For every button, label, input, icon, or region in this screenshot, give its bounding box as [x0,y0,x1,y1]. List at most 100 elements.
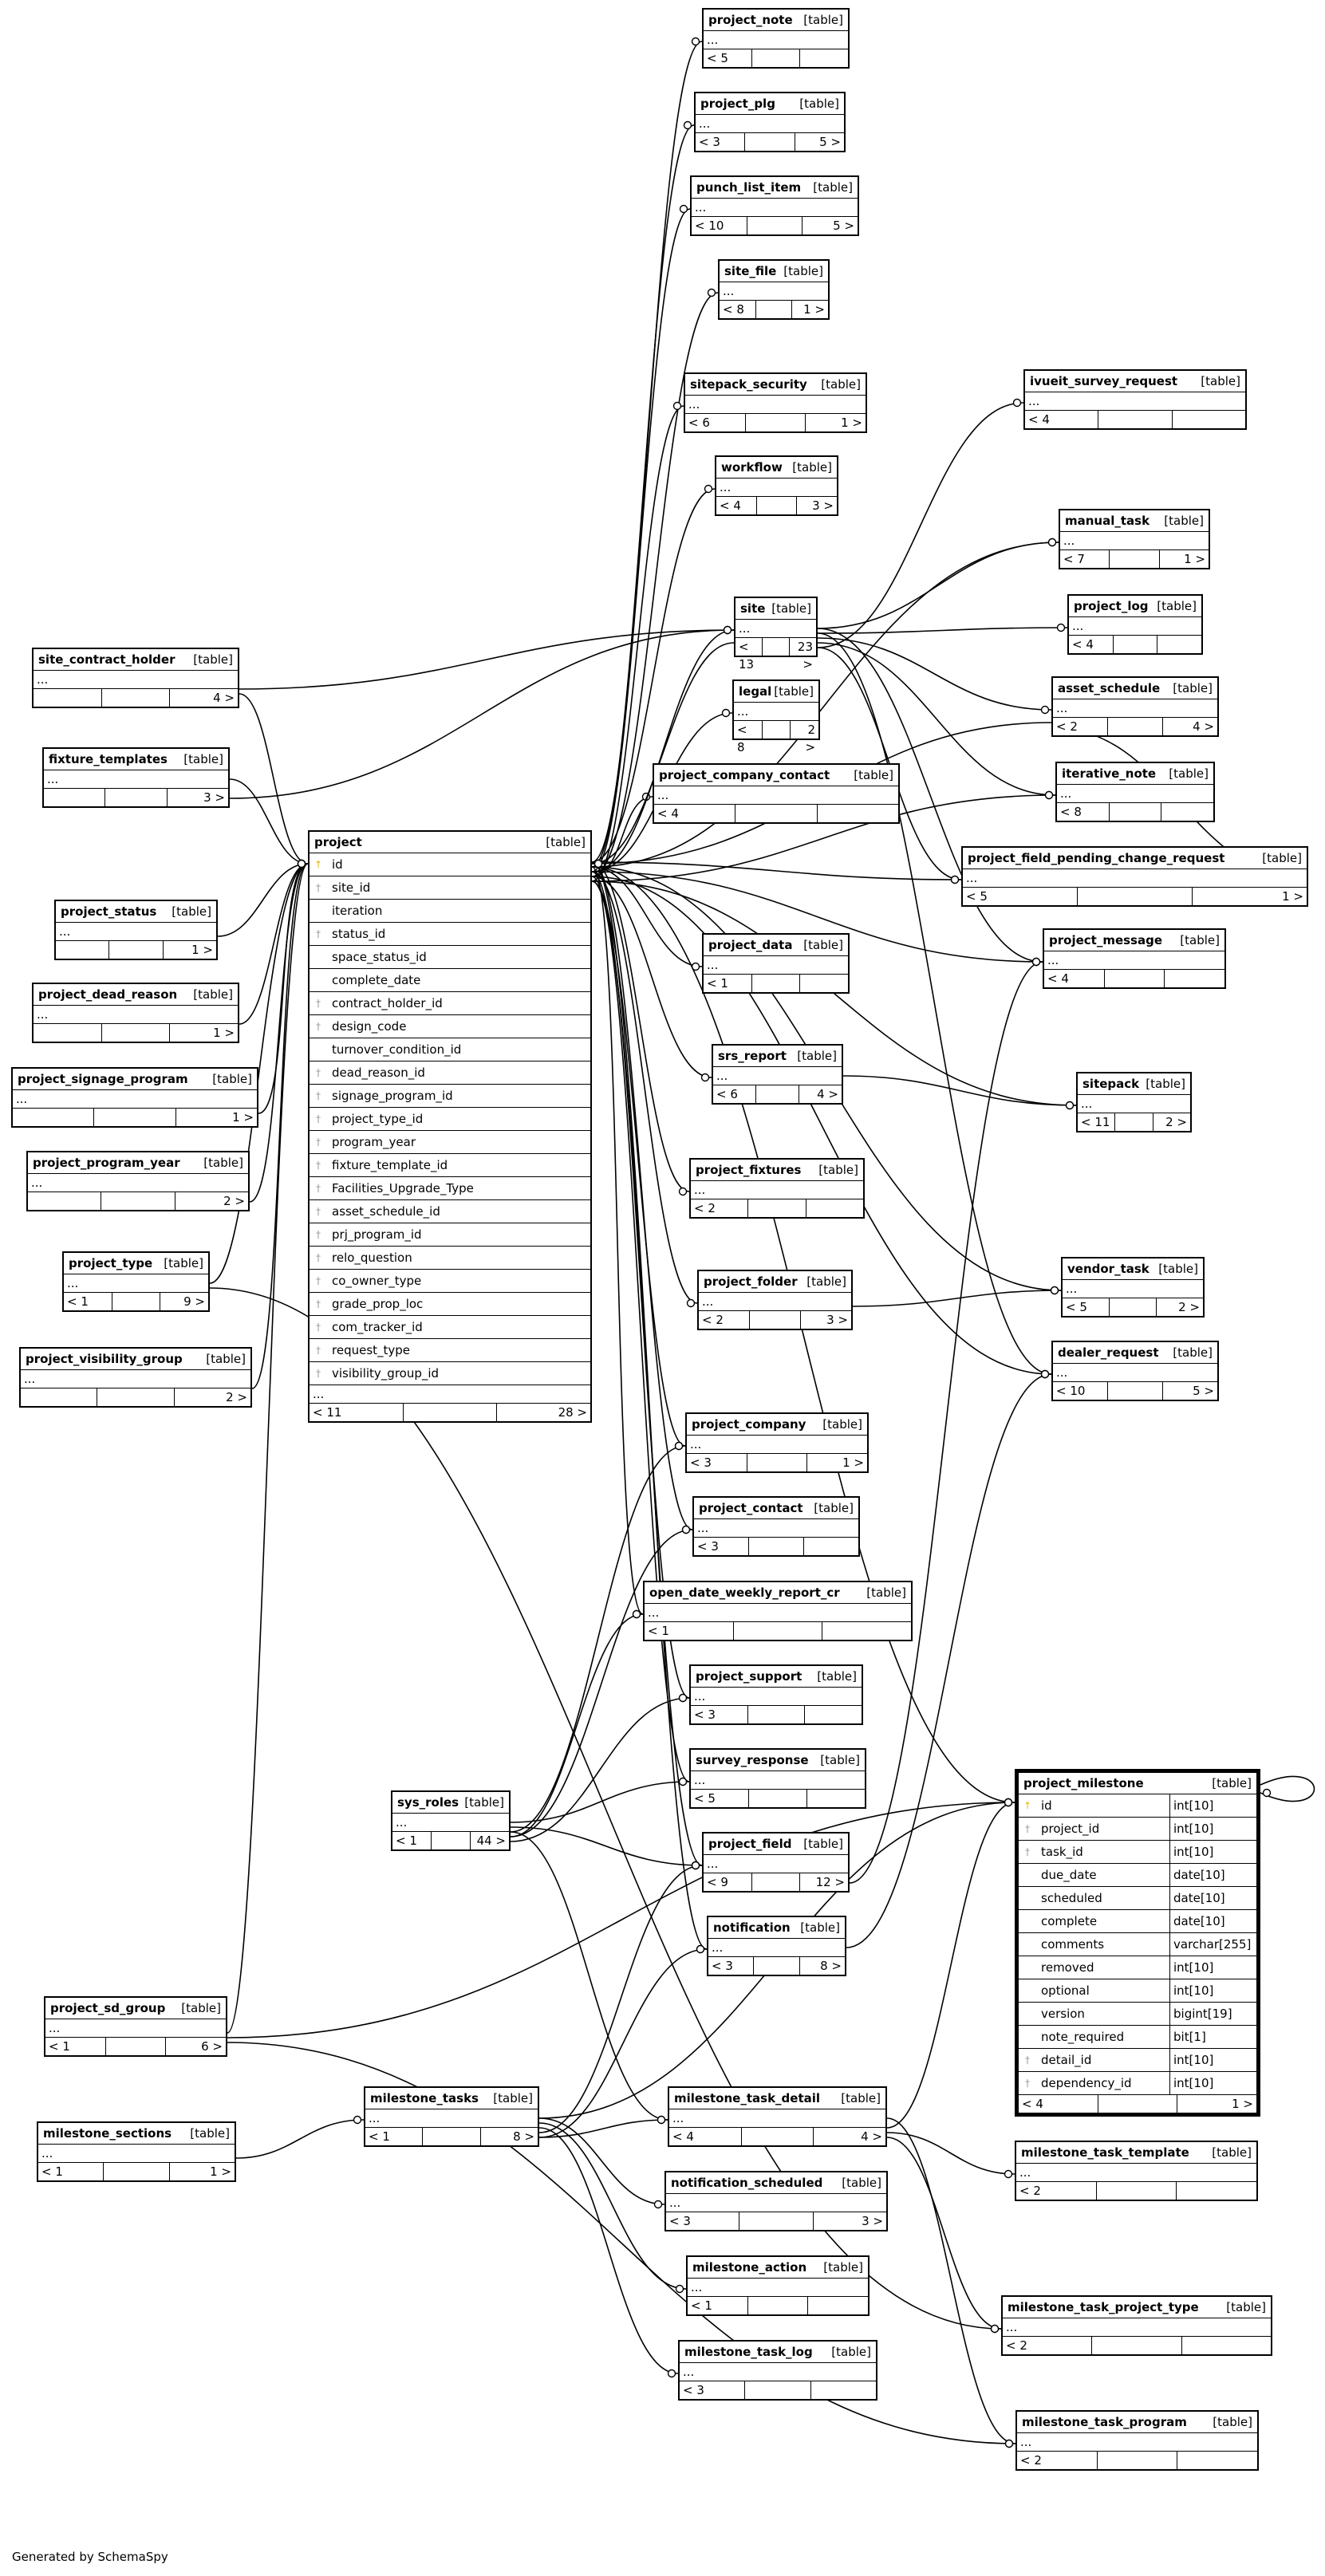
parents-count[interactable]: < 1 [369,2129,390,2144]
table-name[interactable]: project [314,835,362,849]
parents-count[interactable]: < 5 [1066,1300,1087,1314]
parents-count[interactable]: < 6 [688,416,710,430]
parents-count[interactable]: < 1 [691,2298,712,2313]
column-row[interactable]: †visibility_group_id [310,1362,590,1385]
parents-count[interactable]: < 8 [737,723,747,754]
parents-count[interactable]: < 4 [1072,637,1094,652]
table-name[interactable]: project_contact [699,1501,803,1515]
children-count[interactable]: 1 > [169,1024,238,1042]
table-project-company-contact[interactable]: project_company_contact[table]...< 4 [653,763,900,824]
column-row[interactable]: †design_code [310,1015,590,1038]
column-row[interactable]: †fixture_template_id [310,1154,590,1177]
children-count[interactable]: 5 > [1162,1382,1217,1400]
column-row[interactable]: space_status_id [310,946,590,969]
table-project-data[interactable]: project_data[table]...< 1 [702,933,850,994]
parents-count[interactable] [56,941,108,959]
table-name[interactable]: legal [739,684,772,699]
parents-count[interactable]: < 3 [694,1707,716,1722]
parents-count[interactable]: < 8 [1060,805,1082,819]
table-project-program-year[interactable]: project_program_year[table]...2 > [26,1151,250,1211]
column-row[interactable]: †prj_program_id [310,1223,590,1247]
table-project-dead-reason[interactable]: project_dead_reason[table]...1 > [32,983,239,1043]
table-name[interactable]: project_field [708,1837,792,1851]
parents-count[interactable] [44,789,105,806]
table-site-contract-holder[interactable]: site_contract_holder[table]...4 > [32,648,239,708]
table-name[interactable]: milestone_task_template [1021,2145,1189,2160]
children-count[interactable] [1177,2452,1257,2469]
table-name[interactable]: project_support [696,1669,802,1684]
table-name[interactable]: site_file [724,264,777,278]
column-row[interactable]: ↑id [310,853,590,876]
parents-count[interactable]: < 1 [49,2039,70,2054]
table-name[interactable]: open_date_weekly_report_cr [649,1585,840,1600]
parents-count[interactable]: < 6 [716,1087,738,1101]
children-count[interactable]: 23 > [789,638,816,672]
table-project-note[interactable]: project_note[table]...< 5 [702,8,850,69]
children-count[interactable] [1176,2182,1256,2200]
children-count[interactable]: 5 > [794,133,844,151]
table-project-field-pending-change-request[interactable]: project_field_pending_change_request[tab… [961,846,1308,907]
children-count[interactable]: 2 > [1152,1113,1190,1131]
table-iterative-note[interactable]: iterative_note[table]...< 8 [1055,762,1215,822]
parents-count[interactable]: < 4 [1028,412,1050,427]
children-count[interactable] [804,1706,862,1723]
table-name[interactable]: project_visibility_group [26,1352,183,1366]
children-count[interactable]: 9 > [160,1293,208,1310]
children-count[interactable] [807,2297,868,2314]
table-name[interactable]: punch_list_item [696,180,802,195]
parents-count[interactable] [21,1388,97,1406]
table-project-log[interactable]: project_log[table]...< 4 [1067,594,1203,655]
parents-count[interactable]: < 1 [707,976,728,991]
parents-count[interactable] [34,689,101,707]
table-name[interactable]: project_milestone [1023,1776,1144,1790]
table-name[interactable]: notification_scheduled [671,2176,823,2190]
table-project-contact[interactable]: project_contact[table]...< 3 [692,1496,860,1557]
parents-count[interactable]: < 5 [966,889,988,904]
parents-count[interactable]: < 4 [720,498,741,513]
table-name[interactable]: notification [713,1920,791,1935]
column-row[interactable]: †com_tracker_id [310,1316,590,1339]
table-name[interactable]: workflow [721,460,783,475]
parents-count[interactable]: < 3 [712,1959,733,1973]
children-count[interactable]: 1 > [791,301,828,318]
table-name[interactable]: iterative_note [1062,766,1157,781]
column-row[interactable]: †contract_holder_id [310,992,590,1015]
children-count[interactable]: 3 > [166,789,228,806]
table-project-message[interactable]: project_message[table]...< 4 [1043,928,1226,989]
children-count[interactable] [816,805,898,822]
children-count[interactable]: 8 > [799,1957,845,1975]
children-count[interactable]: 2 > [174,1192,248,1210]
children-count[interactable]: 2 > [173,1388,250,1406]
table-name[interactable]: milestone_action [692,2260,807,2275]
table-name[interactable]: srs_report [718,1049,787,1063]
table-name[interactable]: milestone_task_program [1022,2415,1187,2429]
table-name[interactable]: project_plg [700,97,775,111]
column-row[interactable]: complete_date [310,969,590,992]
table-name[interactable]: manual_task [1065,514,1150,528]
table-project-fixtures[interactable]: project_fixtures[table]...< 2 [689,1158,865,1219]
parents-count[interactable]: < 2 [694,1201,716,1215]
parents-count[interactable]: < 5 [694,1791,716,1806]
table-name[interactable]: sys_roles [397,1795,459,1810]
table-project-status[interactable]: project_status[table]...1 > [54,900,218,960]
parents-count[interactable]: < 8 [723,302,744,317]
parents-count[interactable]: < 4 [1047,971,1069,986]
children-count[interactable]: 1 > [806,1454,867,1471]
